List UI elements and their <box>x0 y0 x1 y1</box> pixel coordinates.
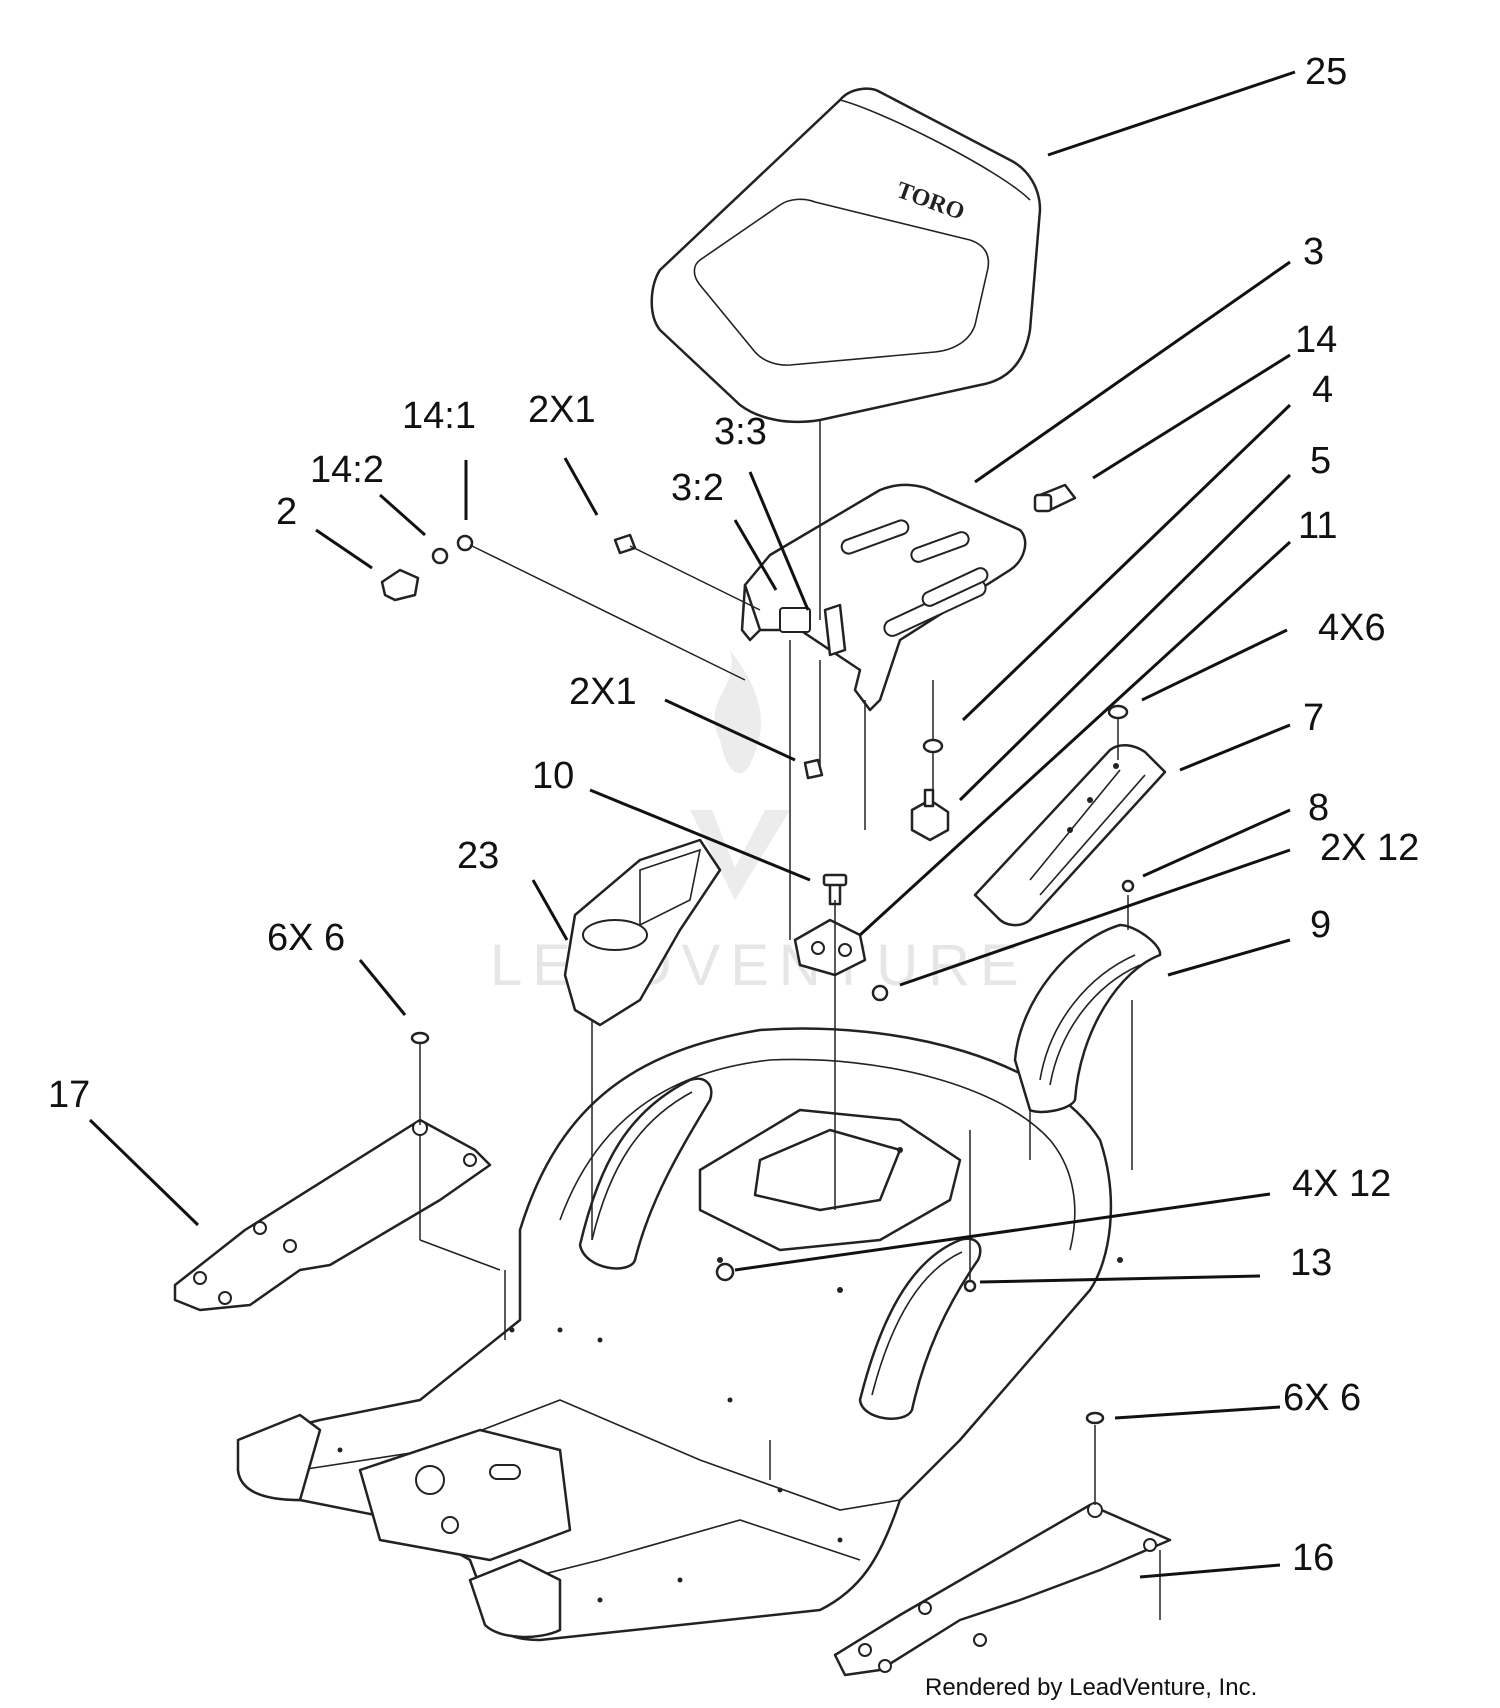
label-2x12: 2X 12 <box>1320 827 1419 869</box>
callout-labels: 25 3 14 4 5 11 4X6 7 8 2X 12 9 14:1 2X1 … <box>48 51 1419 1579</box>
label-3-3: 3:3 <box>714 411 767 453</box>
label-11: 11 <box>1298 505 1337 547</box>
label-3-2: 3:2 <box>671 467 724 509</box>
left-footrest-17 <box>173 1118 492 1312</box>
watermark-v-icon <box>690 810 790 900</box>
label-14-1: 14:1 <box>402 395 476 437</box>
screw-4x6 <box>1107 704 1129 720</box>
label-2x1-mid: 2X1 <box>569 671 637 713</box>
nut-2x12 <box>871 984 889 1002</box>
switch-5 <box>910 788 950 842</box>
label-10: 10 <box>532 755 574 797</box>
washer-14-1 <box>456 534 474 552</box>
label-4: 4 <box>1312 369 1333 411</box>
slide-plate-7 <box>973 744 1167 927</box>
right-footrest-16 <box>833 1502 1172 1677</box>
knob-2 <box>380 568 420 602</box>
label-6x6-left: 6X 6 <box>267 917 345 959</box>
label-2x1-top: 2X1 <box>528 389 596 431</box>
bumper-9 <box>1013 923 1162 1114</box>
screw-6x6-right <box>1085 1411 1105 1425</box>
label-17: 17 <box>48 1074 90 1116</box>
cup-holder <box>563 838 722 1027</box>
label-14: 14 <box>1295 319 1337 361</box>
label-2: 2 <box>276 491 297 533</box>
seat: TORO <box>650 87 1042 424</box>
label-8: 8 <box>1308 787 1329 829</box>
label-3: 3 <box>1303 231 1324 273</box>
bolt-2x1-top <box>613 533 637 555</box>
label-4x12: 4X 12 <box>1292 1163 1391 1205</box>
label-7: 7 <box>1303 697 1324 739</box>
label-16: 16 <box>1292 1537 1334 1579</box>
knob-14 <box>1033 483 1077 513</box>
label-13: 13 <box>1290 1242 1332 1284</box>
label-14-2: 14:2 <box>310 449 384 491</box>
screw-8 <box>1121 879 1135 893</box>
clamp-11 <box>793 918 867 977</box>
washer-4 <box>922 738 944 754</box>
watermark-flame-icon <box>714 650 761 774</box>
screw-6x6-left <box>410 1031 430 1045</box>
washer-14-2 <box>431 547 449 565</box>
bolt-10 <box>822 873 848 906</box>
screw-4x12 <box>715 1262 735 1282</box>
label-5: 5 <box>1310 440 1331 482</box>
fender-body <box>236 1027 1123 1642</box>
footer-credit: Rendered by LeadVenture, Inc. <box>925 1674 1257 1701</box>
label-9: 9 <box>1310 904 1331 946</box>
label-23: 23 <box>457 835 499 877</box>
label-25: 25 <box>1305 51 1347 93</box>
label-4x6: 4X6 <box>1318 607 1386 649</box>
seat-bracket <box>740 483 1027 712</box>
alignment-lines <box>419 420 1161 1620</box>
bolt-2x1-mid <box>803 758 824 780</box>
label-6x6-right: 6X 6 <box>1283 1377 1361 1419</box>
leader-lines <box>88 70 1296 1579</box>
grommet-13 <box>963 1279 977 1293</box>
